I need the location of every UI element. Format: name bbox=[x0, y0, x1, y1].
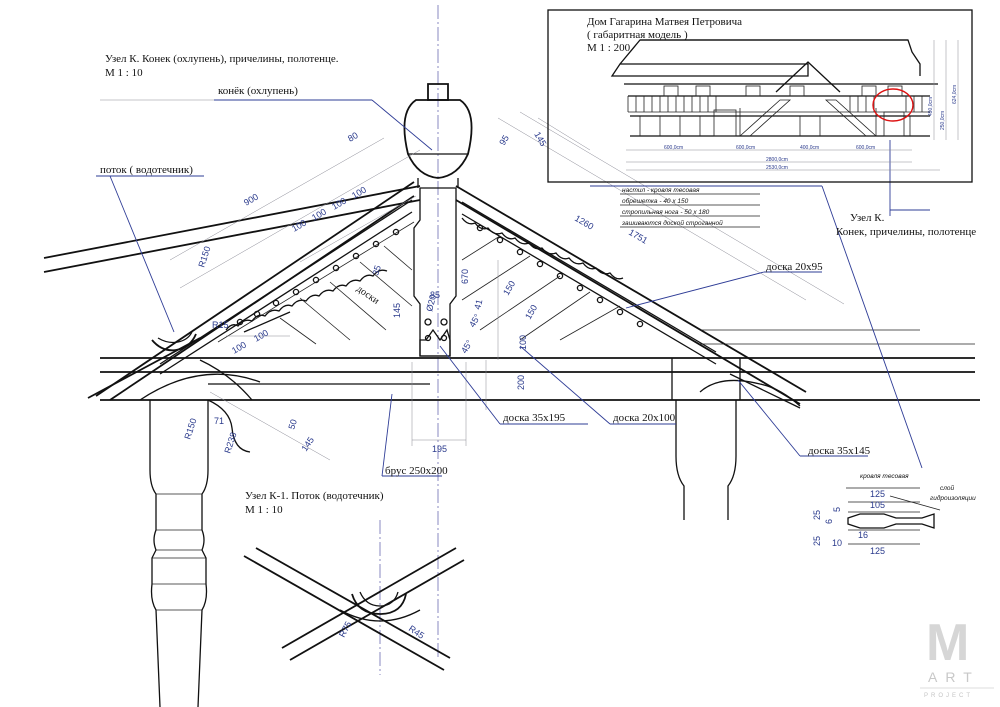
dim-text: 1751 bbox=[627, 227, 649, 246]
dim-text: 41 bbox=[472, 298, 484, 310]
model-dim: 490,0cm bbox=[928, 97, 934, 116]
legend-item: обрешетка - 40 х 150 bbox=[622, 197, 689, 205]
model-dim: 600,0cm bbox=[664, 145, 683, 151]
dim-text: 95 bbox=[497, 133, 511, 147]
dim-text: 900 bbox=[242, 192, 260, 208]
logo-line2: PROJECT bbox=[924, 693, 973, 699]
dim-text: R15 bbox=[212, 320, 229, 330]
model-title: Дом Гагарина Матвея Петровича bbox=[587, 16, 742, 28]
highlight-circle bbox=[872, 88, 914, 122]
node-k-title: Узел К. Конек (охлупень), причелины, пол… bbox=[105, 53, 339, 65]
dim-text: 45° bbox=[467, 312, 483, 329]
logo-line1: ART bbox=[928, 669, 980, 685]
model-dim: 250,0cm bbox=[940, 111, 946, 130]
dim-text: 195 bbox=[432, 444, 447, 454]
konek-ohlupen-node bbox=[403, 83, 473, 357]
dim-text: 670 bbox=[460, 269, 470, 284]
potok-detail-k1 bbox=[243, 547, 465, 671]
model-scale: М 1 : 200 bbox=[587, 42, 631, 54]
dim-text: 10 bbox=[832, 538, 842, 548]
dim-text: 145 bbox=[392, 303, 402, 318]
art-project-logo: M ART PROJECT bbox=[914, 606, 996, 704]
dim-text: R150 bbox=[196, 245, 212, 269]
dim-text: 100 bbox=[518, 335, 528, 350]
dim-text: 25 bbox=[812, 510, 822, 520]
dim-text: R75 bbox=[337, 620, 354, 639]
roof-left-slope bbox=[43, 181, 421, 401]
model-dim: 600,0cm bbox=[856, 145, 875, 151]
dim-text: 100 bbox=[230, 340, 248, 356]
model-dim: 624,0cm bbox=[952, 85, 958, 104]
roof-board-section bbox=[846, 487, 941, 545]
left-column bbox=[149, 399, 251, 707]
dim-text: 6 bbox=[824, 519, 834, 524]
dim-text: 145 bbox=[532, 130, 548, 148]
dim-text: 71 bbox=[214, 416, 224, 426]
model-dim: 400,0cm bbox=[800, 145, 819, 151]
label-node-k-ref: Узел К. bbox=[850, 212, 885, 224]
node-k1-scale: М 1 : 10 bbox=[245, 504, 283, 516]
dim-text: Ø20 bbox=[424, 294, 438, 313]
model-dim: 2800,0cm bbox=[766, 157, 788, 163]
potok-left bbox=[87, 331, 261, 401]
model-subtitle: ( габаритная модель ) bbox=[587, 29, 688, 41]
dim-text: 150 bbox=[501, 279, 517, 297]
dimension-texts: 900 100 100 100 100 R150 80 95 145 1260 … bbox=[182, 130, 885, 641]
dim-text: 200 bbox=[516, 375, 526, 390]
model-dimension-texts: 600,0cm 600,0cm 400,0cm 600,0cm 2800,0cm… bbox=[664, 85, 958, 171]
legend-item: стропильная нога - 50 х 180 bbox=[622, 209, 710, 216]
dim-text: 150 bbox=[523, 303, 539, 321]
dim-text: 100 bbox=[330, 196, 348, 212]
node-k1-title: Узел К-1. Поток (водотечник) bbox=[245, 490, 384, 502]
right-column bbox=[671, 358, 801, 520]
label-sloy-1: слой bbox=[940, 484, 955, 492]
label-doska-35x145: доска 35х145 bbox=[808, 445, 871, 457]
dim-text: 100 bbox=[252, 328, 270, 344]
label-brus: брус 250х200 bbox=[385, 465, 448, 477]
label-doska-35x195: доска 35х195 bbox=[503, 412, 566, 424]
leader-lines bbox=[96, 99, 930, 477]
dim-text: 1260 bbox=[573, 213, 595, 232]
dim-text: 80 bbox=[346, 130, 360, 144]
text-labels: Узел К. Конек (охлупень), причелины, пол… bbox=[100, 16, 976, 516]
dim-text: 85 bbox=[430, 290, 440, 300]
label-doski: доски bbox=[354, 283, 381, 307]
dim-text: 100 bbox=[310, 207, 328, 223]
dim-text: 125 bbox=[870, 546, 885, 556]
legend-item: зашиваются доской строганной bbox=[621, 219, 723, 227]
dim-text: 50 bbox=[286, 418, 299, 431]
dim-text: 100 bbox=[290, 218, 308, 234]
roof-legend: настил - кровля тесовая обрешетка - 40 х… bbox=[620, 187, 760, 228]
dim-text: 125 bbox=[870, 489, 885, 499]
label-doska-20x95: доска 20х95 bbox=[766, 261, 823, 273]
center-lines bbox=[100, 5, 439, 675]
dim-text: 16 bbox=[858, 530, 868, 540]
model-dim: 2530,0cm bbox=[766, 165, 788, 171]
dim-text: 5 bbox=[832, 507, 842, 512]
dim-text: 105 bbox=[870, 500, 885, 510]
model-dim: 600,0cm bbox=[736, 145, 755, 151]
label-krovlya: кровля тесовая bbox=[860, 473, 909, 480]
label-node-k-ref-desc: Конек, причелины, полотенце bbox=[836, 226, 976, 238]
dim-text: 35 bbox=[370, 264, 383, 277]
legend-item: настил - кровля тесовая bbox=[622, 187, 700, 194]
house-model-panel bbox=[547, 9, 973, 183]
dim-text: 100 bbox=[350, 185, 368, 201]
label-potok: поток ( водотечник) bbox=[100, 164, 193, 176]
label-sloy-2: гидроизоляции bbox=[930, 494, 976, 502]
logo-letter: M bbox=[926, 614, 969, 672]
node-k-scale: М 1 : 10 bbox=[105, 67, 143, 79]
label-doska-20x100: доска 20х100 bbox=[613, 412, 676, 424]
tie-beams bbox=[100, 329, 980, 401]
dim-text: 25 bbox=[812, 536, 822, 546]
dim-text: 45° bbox=[459, 338, 475, 355]
dim-text: R150 bbox=[182, 417, 198, 441]
label-konek: конёк (охлупень) bbox=[218, 85, 298, 97]
